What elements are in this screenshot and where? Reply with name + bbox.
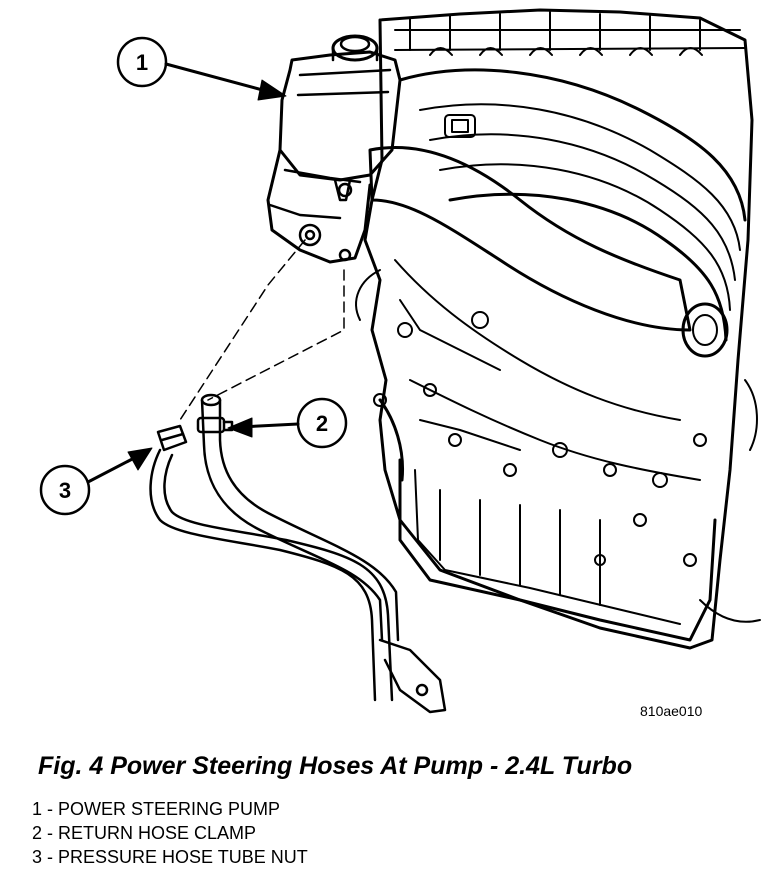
pressure-hose [149,448,394,702]
legend-item: 3 - PRESSURE HOSE TUBE NUT [32,847,308,867]
hose-bracket [378,638,447,714]
engine-block [355,8,761,650]
callout-3 [39,447,153,516]
legend: 1 - POWER STEERING PUMP 2 - RETURN HOSE … [32,797,308,869]
figure-code: 810ae010 [640,703,703,719]
return-hose [200,393,400,642]
pressure-hose-tube-nut [156,424,188,452]
callout-2 [227,397,348,449]
callout-2-number: 2 [316,411,328,436]
engine-illustration: 1 2 3 [39,8,761,714]
callout-3-number: 3 [59,478,71,503]
power-steering-pump [266,34,402,264]
connection-leaders [179,239,345,421]
legend-item: 2 - RETURN HOSE CLAMP [32,823,257,843]
figure-title: Fig. 4 Power Steering Hoses At Pump - 2.… [38,752,633,780]
callout-1-number: 1 [136,50,148,75]
legend-item: 1 - POWER STEERING PUMP [32,799,281,819]
callout-1 [116,36,287,101]
